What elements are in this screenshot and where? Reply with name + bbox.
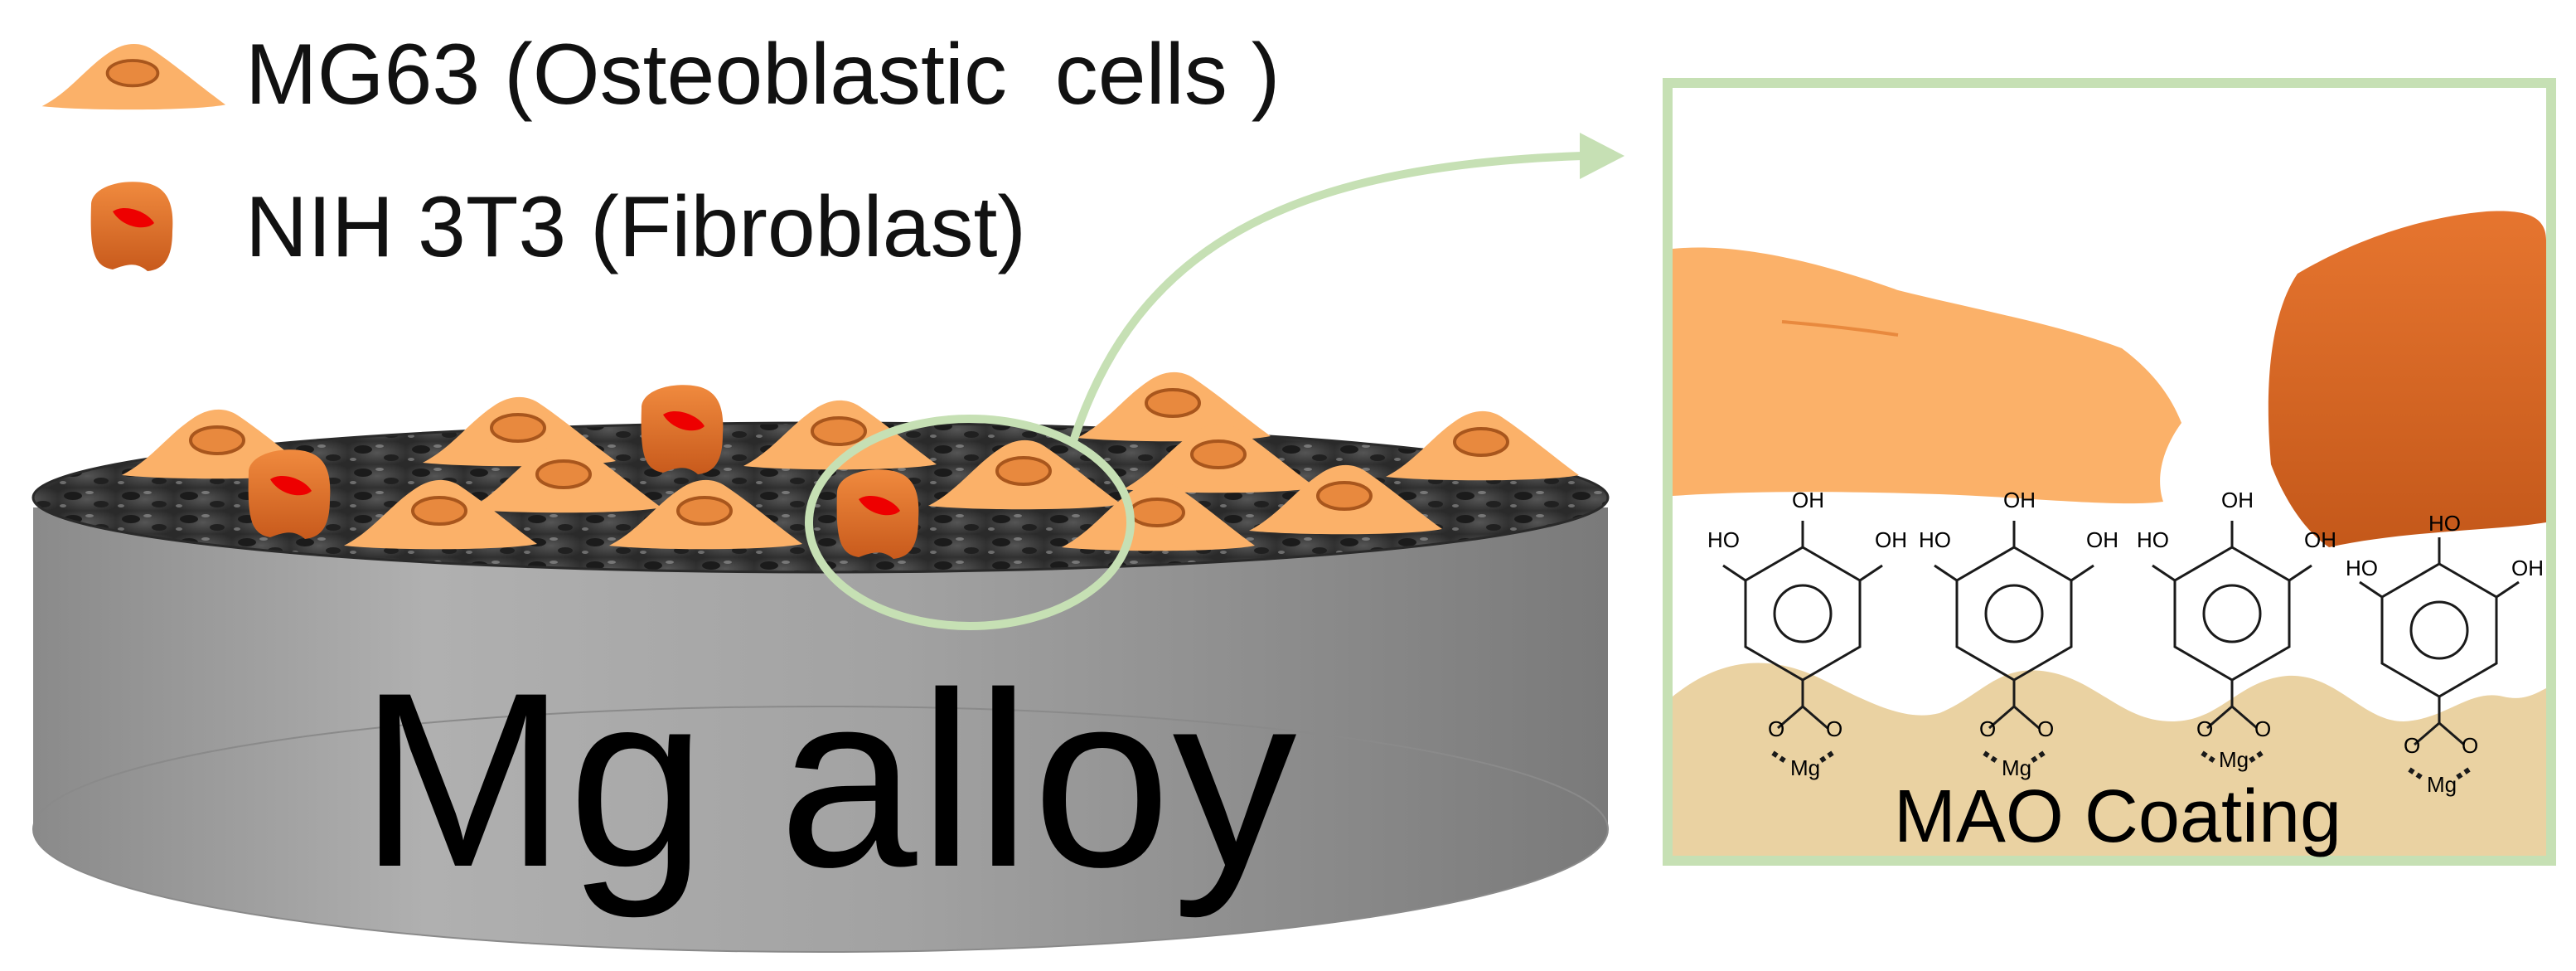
legend-osteoblast-icon	[40, 42, 228, 112]
inset-panel: OH HO OH OH HO OH OH HO OH HO HO OH O O …	[1663, 78, 2556, 866]
oxygen-label: O	[2037, 716, 2054, 741]
hydroxyl-label: HO	[2346, 556, 2378, 580]
mg-alloy-label: Mg alloy	[359, 640, 1299, 919]
hydroxyl-label: OH	[2086, 527, 2118, 552]
hydroxyl-label: OH	[2511, 556, 2544, 580]
inset-osteoblast-cell	[1673, 247, 2181, 504]
oxygen-label: O	[2196, 716, 2213, 741]
zoom-arrowhead	[1580, 133, 1625, 179]
legend-nih3t3-label: NIH 3T3 (Fibroblast)	[245, 179, 1026, 275]
oxygen-label: O	[1768, 716, 1784, 741]
metal-label: Mg	[2219, 747, 2249, 772]
oxygen-label: O	[1979, 716, 1996, 741]
zoom-circle	[805, 415, 1135, 630]
hydroxyl-label: HO	[2137, 527, 2169, 552]
disk-side	[33, 507, 1608, 952]
hydroxyl-label: HO	[1919, 527, 1951, 552]
hydroxyl-label: HO	[1707, 527, 1740, 552]
legend-mg63-label: MG63 (Osteoblastic cells )	[245, 27, 1281, 123]
oxygen-label: O	[2254, 716, 2271, 741]
fibroblast-cell	[836, 469, 919, 559]
osteoblast-cell	[1384, 409, 1581, 483]
chem-labels: OH HO OH OH HO OH OH HO OH HO HO OH O O …	[1707, 488, 2544, 797]
mao-coating-label: MAO Coating	[1893, 775, 2342, 858]
fibroblast-cell	[248, 449, 331, 539]
hydroxyl-label: OH	[2003, 488, 2036, 512]
metal-label: Mg	[2002, 755, 2031, 780]
hydroxyl-label: OH	[2304, 527, 2336, 552]
oxygen-label: O	[2462, 733, 2478, 758]
disk-bottom-edge	[32, 706, 1609, 953]
fibroblast-cell	[641, 385, 724, 474]
osteoblast-cell	[1076, 370, 1272, 444]
inset-fibroblast-cell	[2268, 211, 2546, 547]
legend-fibroblast-icon	[90, 182, 173, 271]
hydroxyl-label: HO	[2428, 511, 2461, 536]
inset-border	[1663, 78, 2556, 866]
zoom-arrow	[1068, 152, 1584, 445]
metal-label: Mg	[1790, 755, 1820, 780]
oxygen-label: O	[2404, 733, 2420, 758]
metal-label: Mg	[2427, 772, 2457, 797]
hydroxyl-label: OH	[2221, 488, 2254, 512]
mao-coating-layer	[1673, 663, 2546, 856]
hydroxyl-label: OH	[1792, 488, 1824, 512]
hydroxyl-label: OH	[1875, 527, 1907, 552]
oxygen-label: O	[1826, 716, 1842, 741]
